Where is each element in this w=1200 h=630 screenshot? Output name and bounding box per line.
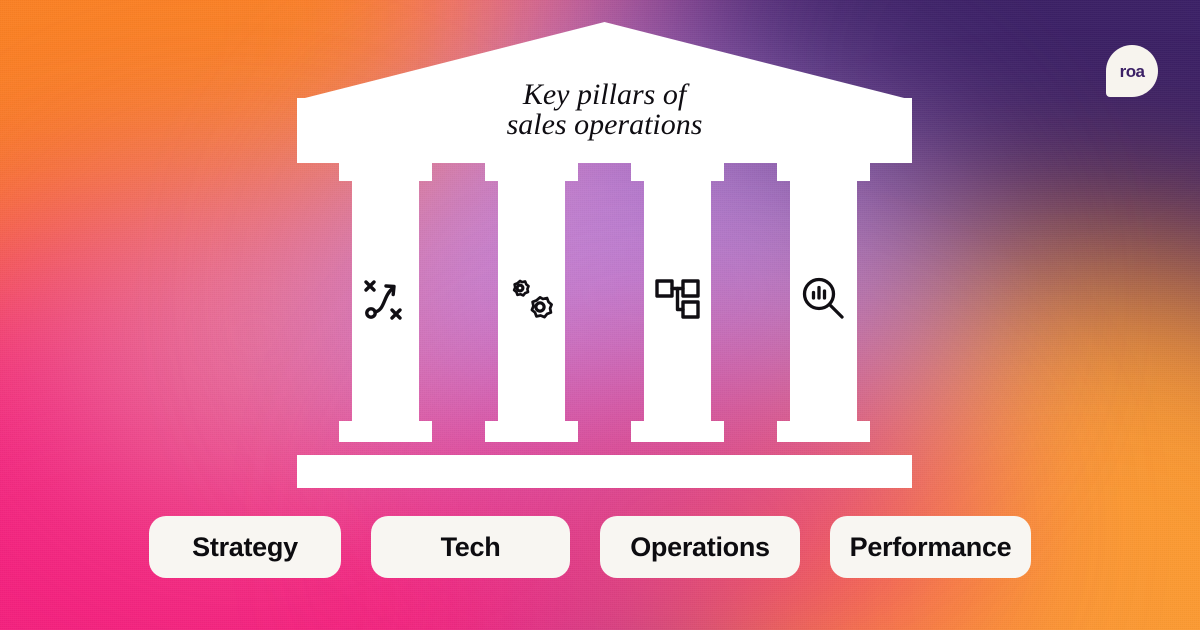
brand-logo-text: roa	[1119, 61, 1145, 81]
column-base	[777, 421, 870, 442]
column-base	[339, 421, 432, 442]
column-base	[485, 421, 578, 442]
pillar-label-strategy[interactable]: Strategy	[149, 516, 341, 578]
column-capital	[339, 160, 432, 181]
temple-column-strategy	[339, 160, 432, 442]
temple-column-performance	[777, 160, 870, 442]
gears-icon	[485, 268, 578, 330]
pillar-label-tech[interactable]: Tech	[371, 516, 570, 578]
temple-column-operations	[631, 160, 724, 442]
temple-stylobate-base	[297, 455, 912, 488]
column-shaft	[790, 179, 857, 425]
chart-magnifier-icon	[777, 268, 870, 330]
temple-pediment: Key pillars of sales operations	[297, 22, 912, 163]
column-capital	[485, 160, 578, 181]
temple-architrave-band	[297, 98, 912, 163]
temple-column-tech	[485, 160, 578, 442]
pillar-label-performance[interactable]: Performance	[830, 516, 1031, 578]
page-title-line-2: sales operations	[506, 108, 703, 141]
pillar-label-row: Strategy Tech Operations Performance	[0, 516, 1200, 578]
column-shaft	[352, 179, 419, 425]
page-title: Key pillars of sales operations	[297, 80, 912, 140]
strategy-play-icon	[339, 268, 432, 330]
temple-columns	[297, 160, 912, 442]
column-capital	[777, 160, 870, 181]
org-chart-icon	[631, 268, 724, 330]
column-capital	[631, 160, 724, 181]
column-base	[631, 421, 724, 442]
page-title-line-1: Key pillars of	[522, 78, 687, 111]
brand-logo: roa	[1106, 45, 1158, 97]
pillar-label-operations[interactable]: Operations	[600, 516, 800, 578]
